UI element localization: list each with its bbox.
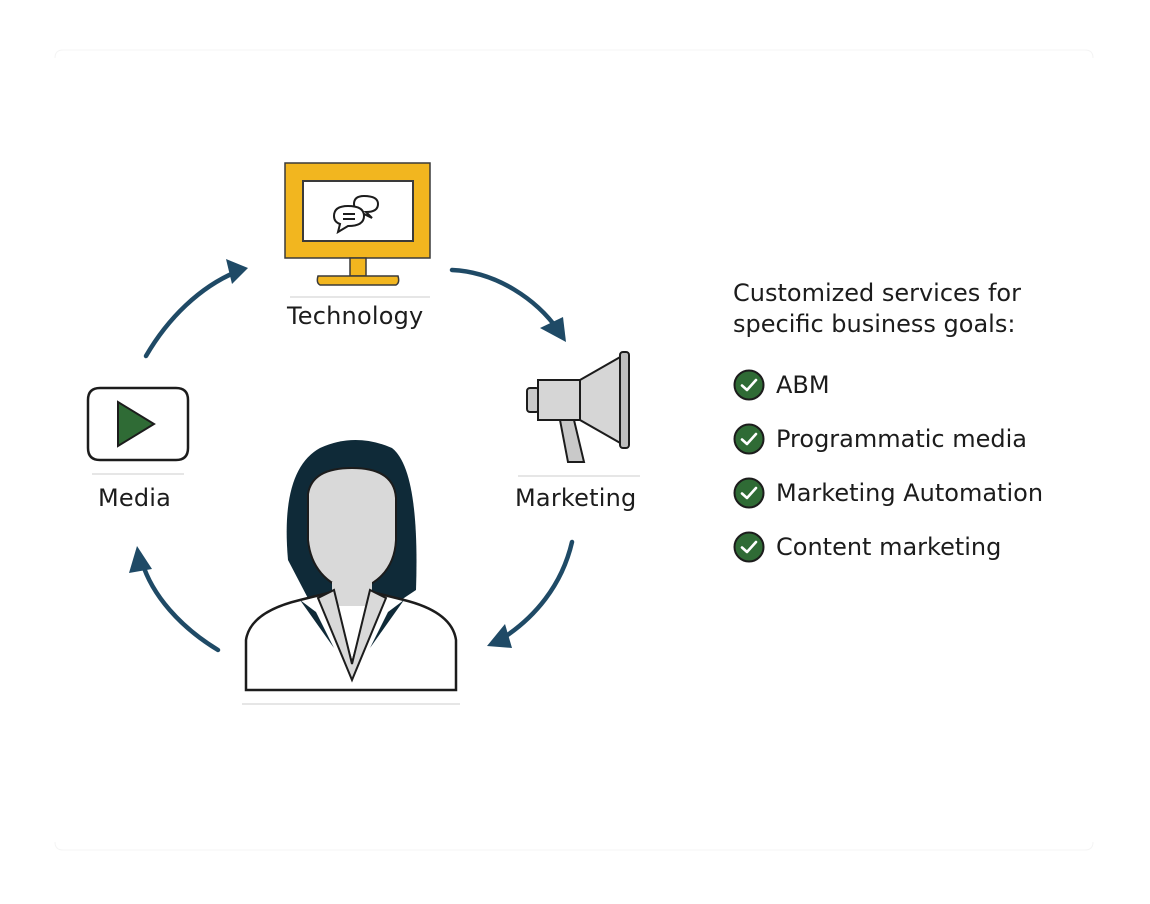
- check-circle-icon: [733, 531, 765, 563]
- play-icon: [86, 386, 190, 475]
- goal-label: Content marketing: [776, 533, 1002, 561]
- arrow-person-to-media: [139, 559, 221, 653]
- list-item: Marketing Automation: [733, 466, 1133, 520]
- goal-list: ABM Programmatic media Marketing Automat…: [733, 358, 1133, 574]
- cycle-arrows: [139, 267, 575, 653]
- arrowhead-icon: [540, 317, 566, 342]
- check-circle-icon: [733, 423, 765, 455]
- arrowhead-icon: [226, 259, 248, 284]
- businesswoman-icon: [242, 440, 460, 705]
- check-circle-icon: [733, 369, 765, 401]
- list-item: ABM: [733, 358, 1133, 412]
- arrowhead-icon: [487, 624, 512, 648]
- arrow-heads: [129, 259, 566, 648]
- goal-label: Programmatic media: [776, 425, 1028, 453]
- monitor-chat-icon: [284, 162, 431, 298]
- services-panel: Customized services for specific busines…: [733, 278, 1133, 574]
- megaphone-icon: [518, 351, 640, 477]
- node-label-media: Media: [98, 484, 172, 512]
- goal-label: ABM: [776, 371, 830, 399]
- arrow-marketing-to-person: [497, 539, 575, 643]
- arrow-technology-to-marketing: [449, 267, 561, 333]
- check-circle-icon: [733, 477, 765, 509]
- list-item: Programmatic media: [733, 412, 1133, 466]
- list-item: Content marketing: [733, 520, 1133, 574]
- arrowhead-icon: [129, 546, 152, 573]
- goal-label: Marketing Automation: [776, 479, 1044, 507]
- services-heading: Customized services for specific busines…: [733, 279, 1021, 338]
- arrow-media-to-technology: [143, 269, 239, 359]
- frame-decoration: [54, 49, 1094, 851]
- node-label-marketing: Marketing: [515, 484, 637, 512]
- node-label-technology: Technology: [287, 302, 424, 330]
